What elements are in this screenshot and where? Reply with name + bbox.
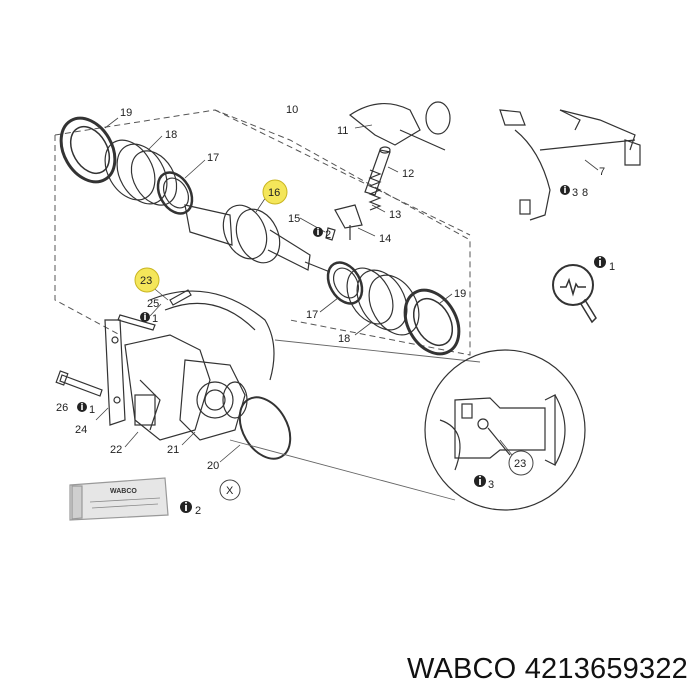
- callout-22: 22: [110, 444, 122, 456]
- callout-19-lower: 19: [454, 288, 466, 300]
- callout-18-top: 18: [165, 129, 177, 141]
- callout-24: 24: [75, 424, 87, 436]
- callout-12: 12: [402, 168, 414, 180]
- part-caption: WABCO 4213659322: [407, 653, 688, 686]
- callout-3-detail: 3: [488, 479, 494, 491]
- mounting-bracket-24: [104, 319, 126, 426]
- info-icon: [77, 402, 87, 412]
- ring-17-top: [156, 171, 194, 215]
- magnifier-inspection-icon: [552, 264, 597, 324]
- screw-15: [325, 227, 336, 241]
- ring-17-lower: [326, 261, 364, 305]
- plunger-14: [334, 204, 363, 240]
- bellows-18-lower: [346, 267, 420, 336]
- callout-3-top: 3: [572, 187, 578, 199]
- bolt-26: [55, 370, 103, 397]
- info-icon: [313, 227, 323, 237]
- detail-leader-lines: [229, 339, 481, 501]
- bellows-18-top: [104, 139, 178, 206]
- callout-21: 21: [167, 444, 179, 456]
- callout-17-top: 17: [207, 152, 219, 164]
- info-icon: [560, 185, 570, 195]
- grease-tube-label: WABCO: [110, 488, 137, 495]
- seal-ring-19-lower: [403, 288, 461, 356]
- piston-16: [184, 204, 331, 273]
- highlight-markers: [134, 179, 534, 501]
- info-icon: [140, 312, 150, 322]
- callout-26: 26: [56, 402, 68, 414]
- caption-part-number: 4213659322: [524, 653, 688, 685]
- seal-ring-19-top: [59, 116, 117, 184]
- callout-20: 20: [207, 460, 219, 472]
- callout-19-top: 19: [120, 107, 132, 119]
- callout-7: 7: [599, 166, 605, 178]
- callout-23-detail: 23: [514, 458, 526, 470]
- callout-2-top: 2: [325, 229, 331, 241]
- callout-x: X: [226, 485, 234, 497]
- housing-22: [124, 290, 275, 441]
- housing-21: [179, 359, 248, 441]
- callout-labels: 19 18 17 16 10 11 12 13 14 15 2 23 25 1 …: [56, 104, 615, 517]
- rod-12: [364, 146, 391, 196]
- detail-callout-23: [508, 450, 534, 476]
- detail-magnified-view: [424, 349, 586, 511]
- callout-18-lower: 18: [338, 333, 350, 345]
- callout-25: 25: [147, 298, 159, 310]
- callout-23-top: 23: [140, 275, 152, 287]
- callout-14: 14: [379, 233, 391, 245]
- callout-13: 13: [389, 209, 401, 221]
- info-icon: [474, 475, 486, 487]
- bracket-assembly-7: [499, 109, 641, 221]
- callout-17-lower: 17: [306, 309, 318, 321]
- callout-16: 16: [268, 187, 280, 199]
- callout-11: 11: [337, 125, 348, 137]
- callout-10: 10: [286, 104, 298, 116]
- callout-1-lower: 1: [89, 404, 95, 416]
- callout-8: 8: [582, 187, 588, 199]
- pin-23: [169, 289, 192, 306]
- callout-x-circle: [219, 479, 241, 501]
- info-icon: [594, 256, 606, 268]
- callout-2-lower: 2: [195, 505, 201, 517]
- info-icons: [77, 185, 606, 513]
- info-icon: [180, 501, 192, 513]
- callout-15: 15: [288, 213, 300, 225]
- highlight-16: [262, 179, 288, 205]
- label-leader-lines: [95, 117, 599, 463]
- callout-1-left: 1: [152, 313, 158, 325]
- grease-tube-wabco: [69, 477, 169, 521]
- caption-brand: WABCO: [406, 653, 517, 685]
- lever-11: [348, 101, 451, 151]
- o-ring-20: [238, 396, 292, 460]
- callout-1-magnifier: 1: [609, 261, 615, 273]
- highlight-23: [134, 267, 160, 293]
- spring-13: [368, 169, 382, 211]
